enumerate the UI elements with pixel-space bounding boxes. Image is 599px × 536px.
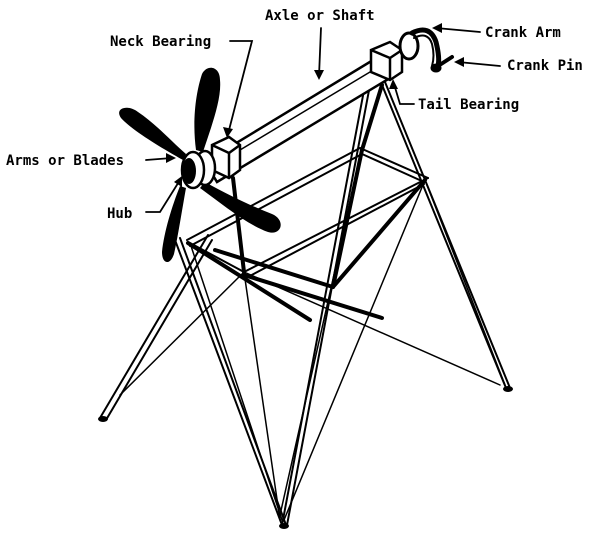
- hub-disc: [180, 149, 217, 190]
- neck-bearing-block: [210, 135, 242, 180]
- crank-pin-leader: [457, 61, 501, 67]
- crank-assembly: [398, 27, 454, 73]
- tower-frame: [98, 79, 513, 529]
- braces-thin: [119, 149, 506, 521]
- tower-feet: [98, 386, 513, 529]
- axle-label: Axle or Shaft: [265, 8, 375, 24]
- blade-bottom: [162, 186, 186, 263]
- tower-legs: [99, 79, 511, 526]
- blade-right: [200, 182, 281, 233]
- rotor: [119, 67, 281, 263]
- upper-frame: [186, 147, 429, 279]
- crank-arm-leader: [435, 27, 481, 33]
- leader-lines: [145, 23, 501, 213]
- hub-label: Hub: [107, 206, 132, 222]
- tail-bearing-label: Tail Bearing: [418, 97, 519, 113]
- axle-leader: [318, 27, 322, 77]
- hub-leader: [145, 179, 181, 213]
- crank-arm-label: Crank Arm: [485, 25, 561, 41]
- blade-top: [194, 67, 221, 152]
- tail-bearing-block: [369, 40, 404, 82]
- arms-blades-label: Arms or Blades: [6, 153, 124, 169]
- neck-bearing-leader: [227, 40, 254, 135]
- blade-left: [119, 107, 186, 160]
- crank-pin-label: Crank Pin: [507, 58, 583, 74]
- tail-bearing-leader: [393, 83, 415, 105]
- labels: Axle or Shaft Neck Bearing Crank Arm Cra…: [6, 8, 583, 222]
- neck-bearing-label: Neck Bearing: [110, 34, 211, 50]
